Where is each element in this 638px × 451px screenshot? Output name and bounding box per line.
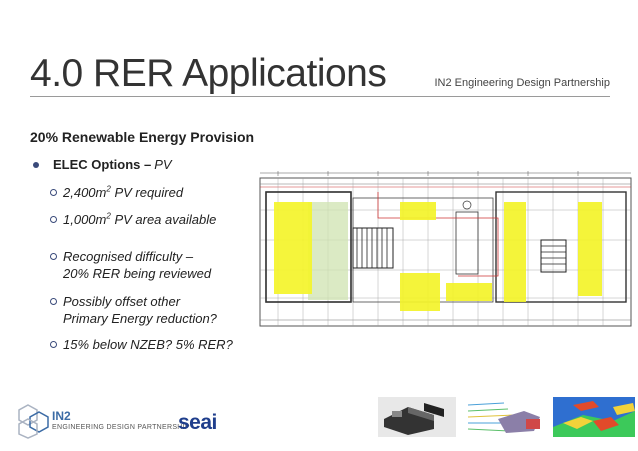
sub-item-pv-area: 1,000m2 PV area available xyxy=(50,211,216,228)
sub-item-text: Recognised difficulty –20% RER being rev… xyxy=(63,249,212,281)
section-subtitle: 20% Renewable Energy Provision xyxy=(30,129,255,145)
sub-item-text: 2,400m2 PV required xyxy=(63,184,184,200)
bullet-italic-text: PV xyxy=(154,157,172,172)
building-model-thumbnail xyxy=(378,397,456,437)
airflow-simulation-thumbnail xyxy=(464,397,546,437)
bullet-strong-text: ELEC Options – xyxy=(53,157,152,172)
in2-logo-subtitle: ENGINEERING DESIGN PARTNERSHIP xyxy=(52,424,190,431)
circle-bullet-icon xyxy=(50,341,57,348)
sub-item-pv-required: 2,400m2 PV required xyxy=(50,184,183,201)
thermal-model-thumbnail xyxy=(553,397,635,437)
sub-item-text: 15% below NZEB? 5% RER? xyxy=(63,337,233,352)
bullet-elec-options: ELEC Options – PV xyxy=(33,157,172,172)
company-name: IN2 Engineering Design Partnership xyxy=(434,77,611,89)
roof-plan-drawing xyxy=(258,170,633,332)
in2-logo-icon xyxy=(18,404,49,439)
circle-bullet-icon xyxy=(50,189,57,196)
bullet-dot-icon xyxy=(33,161,39,168)
sub-item-difficulty: Recognised difficulty –20% RER being rev… xyxy=(50,248,211,282)
slide-title: 4.0 RER Applications xyxy=(30,52,387,95)
sub-item-text: 1,000m2 PV area available xyxy=(63,211,217,227)
seai-logo: seai xyxy=(178,411,217,434)
circle-bullet-icon xyxy=(50,253,57,260)
circle-bullet-icon xyxy=(50,216,57,223)
circle-bullet-icon xyxy=(50,298,57,305)
sub-item-nzeb: 15% below NZEB? 5% RER? xyxy=(50,336,233,353)
title-divider xyxy=(30,96,610,97)
in2-logo-text: IN2 xyxy=(52,409,71,423)
